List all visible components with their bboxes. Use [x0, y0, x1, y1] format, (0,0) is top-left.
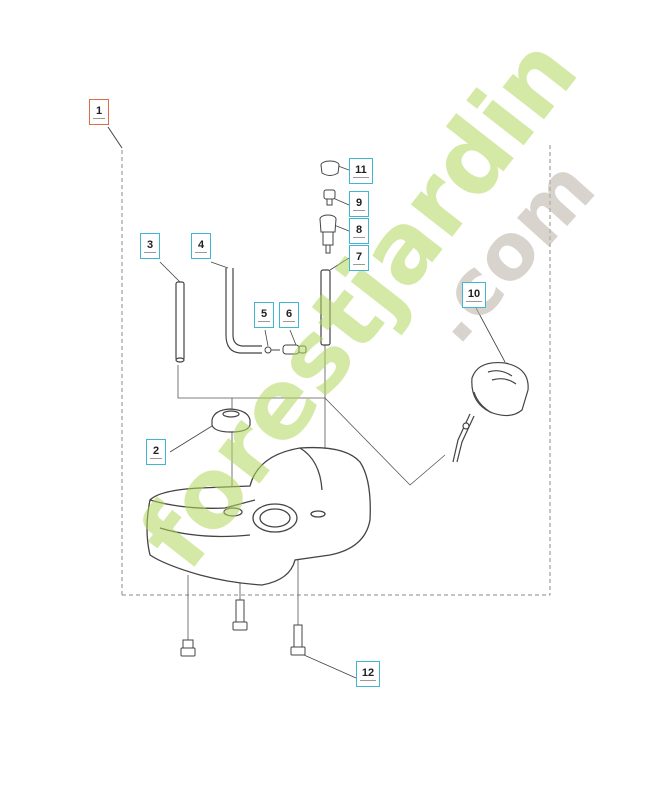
callout-2: 2 — [146, 439, 166, 465]
fuel-pipe-7 — [320, 269, 331, 346]
screw-middle — [232, 599, 248, 631]
callout-6: 6 — [279, 302, 299, 328]
assembly-lines — [177, 345, 446, 640]
vent-cap-11 — [320, 160, 340, 176]
callout-11: 11 — [349, 158, 373, 184]
connector-5 — [264, 346, 280, 354]
fuel-pipe-3 — [175, 281, 185, 363]
callout-12: 12 — [356, 661, 380, 687]
callout-9: 9 — [349, 191, 369, 217]
filter-6 — [282, 344, 307, 355]
callout-7: 7 — [349, 245, 369, 271]
callout-8: 8 — [349, 218, 369, 244]
fuel-cap-10 — [452, 361, 529, 463]
screw-right — [290, 624, 306, 656]
screw-left — [180, 639, 196, 657]
callout-4: 4 — [191, 233, 211, 259]
fuel-tank — [146, 446, 371, 586]
callout-1: 1 — [89, 99, 109, 125]
callout-leaders — [159, 165, 506, 679]
leader-1 — [107, 126, 123, 149]
callout-10: 10 — [462, 282, 486, 308]
assembly-boundary — [121, 145, 551, 596]
callout-3: 3 — [140, 233, 160, 259]
grommet-2 — [211, 408, 251, 433]
fuel-pipe-4 — [225, 268, 262, 354]
vent-body-8 — [319, 214, 337, 254]
vent-valve-9 — [323, 189, 336, 206]
callout-5: 5 — [254, 302, 274, 328]
